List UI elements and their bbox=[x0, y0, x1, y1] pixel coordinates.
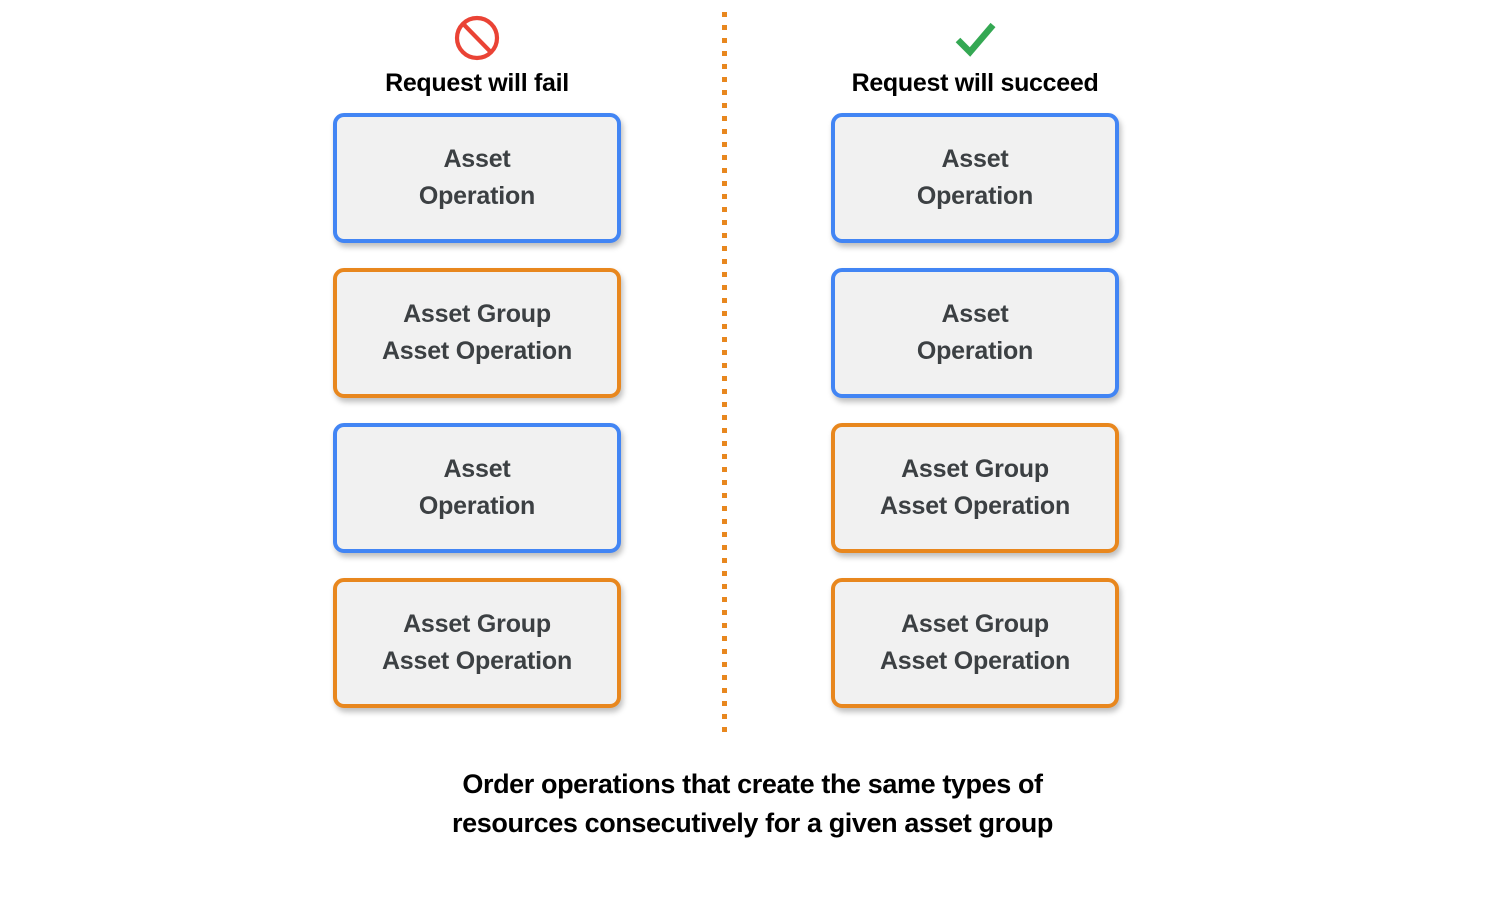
caption-line-2: resources consecutively for a given asse… bbox=[452, 808, 1053, 838]
operation-box-label: Asset Group Asset Operation bbox=[381, 300, 573, 365]
column-header-label-fail: Request will fail bbox=[385, 69, 569, 97]
column-header-fail: Request will fail bbox=[317, 14, 637, 98]
operation-box-label: Asset Group Asset Operation bbox=[879, 455, 1071, 520]
operation-box-label: Asset Operation bbox=[916, 145, 1034, 210]
vertical-dotted-divider bbox=[722, 12, 727, 735]
checkmark-icon bbox=[955, 22, 996, 57]
operation-box: Asset Operation bbox=[831, 268, 1119, 398]
operation-box: Asset Operation bbox=[333, 423, 621, 553]
column-header-succeed: Request will succeed bbox=[815, 14, 1135, 98]
operation-box-label: Asset Operation bbox=[418, 145, 536, 210]
operation-box: Asset Group Asset Operation bbox=[831, 423, 1119, 553]
operation-box: Asset Operation bbox=[831, 113, 1119, 243]
prohibition-icon bbox=[454, 15, 500, 61]
diagram-caption: Order operations that create the same ty… bbox=[0, 765, 1505, 843]
operation-box: Asset Group Asset Operation bbox=[831, 578, 1119, 708]
operation-box-label: Asset Group Asset Operation bbox=[381, 610, 573, 675]
operation-stack-succeed: Asset Operation Asset Operation Asset Gr… bbox=[831, 113, 1119, 708]
operation-box: Asset Group Asset Operation bbox=[333, 578, 621, 708]
operation-box-label: Asset Operation bbox=[916, 300, 1034, 365]
operation-box-label: Asset Operation bbox=[418, 455, 536, 520]
operation-box-label: Asset Group Asset Operation bbox=[879, 610, 1071, 675]
operation-box: Asset Operation bbox=[333, 113, 621, 243]
operation-box: Asset Group Asset Operation bbox=[333, 268, 621, 398]
operation-stack-fail: Asset Operation Asset Group Asset Operat… bbox=[333, 113, 621, 708]
caption-line-1: Order operations that create the same ty… bbox=[462, 769, 1043, 799]
column-header-label-succeed: Request will succeed bbox=[851, 69, 1099, 97]
